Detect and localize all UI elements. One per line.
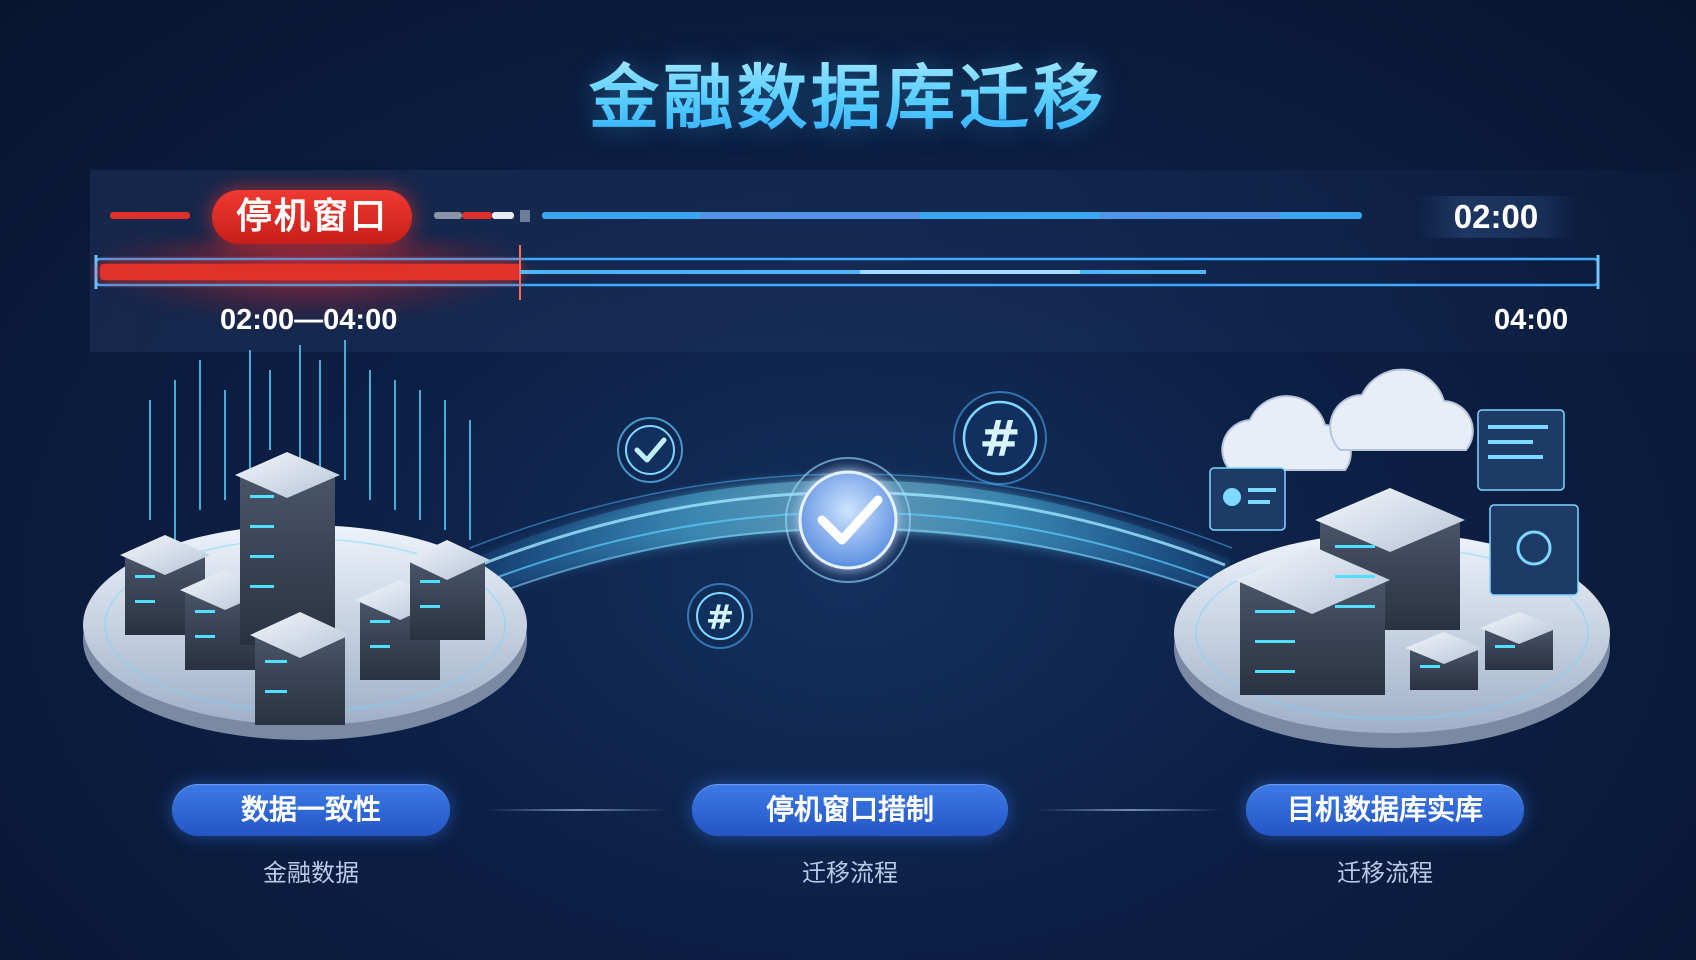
hash-icon-small: # (687, 583, 753, 649)
center-check-icon (785, 457, 911, 583)
stage-sub-label: 迁移流程 (1337, 859, 1433, 887)
downtime-glow (100, 240, 520, 322)
end-time-label: 04:00 (1494, 304, 1569, 336)
page-title: 金融数据库迁移 (0, 42, 1696, 143)
hash-icon: # (953, 391, 1047, 485)
svg-text:#: # (706, 598, 735, 638)
target-cloud-server-icon (1174, 368, 1610, 748)
stage-pill-target-database: 目机数据库实库 (1246, 784, 1524, 836)
stage-sub-label: 金融数据 (263, 859, 359, 887)
check-icon (617, 417, 683, 483)
stage-pill-consistency: 数据一致性 (172, 784, 450, 836)
timeline-track (94, 245, 1600, 300)
downtime-range-label: 02:00—04:00 (220, 304, 398, 336)
timeline-top-bar (110, 210, 1362, 222)
stage-sub-label: 迁移流程 (802, 859, 898, 887)
downtime-window-label: 停机窗口 (212, 190, 412, 244)
stage-pill-downtime-control: 停机窗口措制 (692, 784, 1008, 836)
svg-text:#: # (979, 410, 1021, 468)
source-server-cluster-icon (83, 340, 527, 740)
top-right-time-label: 02:00 (1416, 196, 1576, 238)
stage-connector (1036, 809, 1222, 811)
stage-connector (488, 809, 668, 811)
